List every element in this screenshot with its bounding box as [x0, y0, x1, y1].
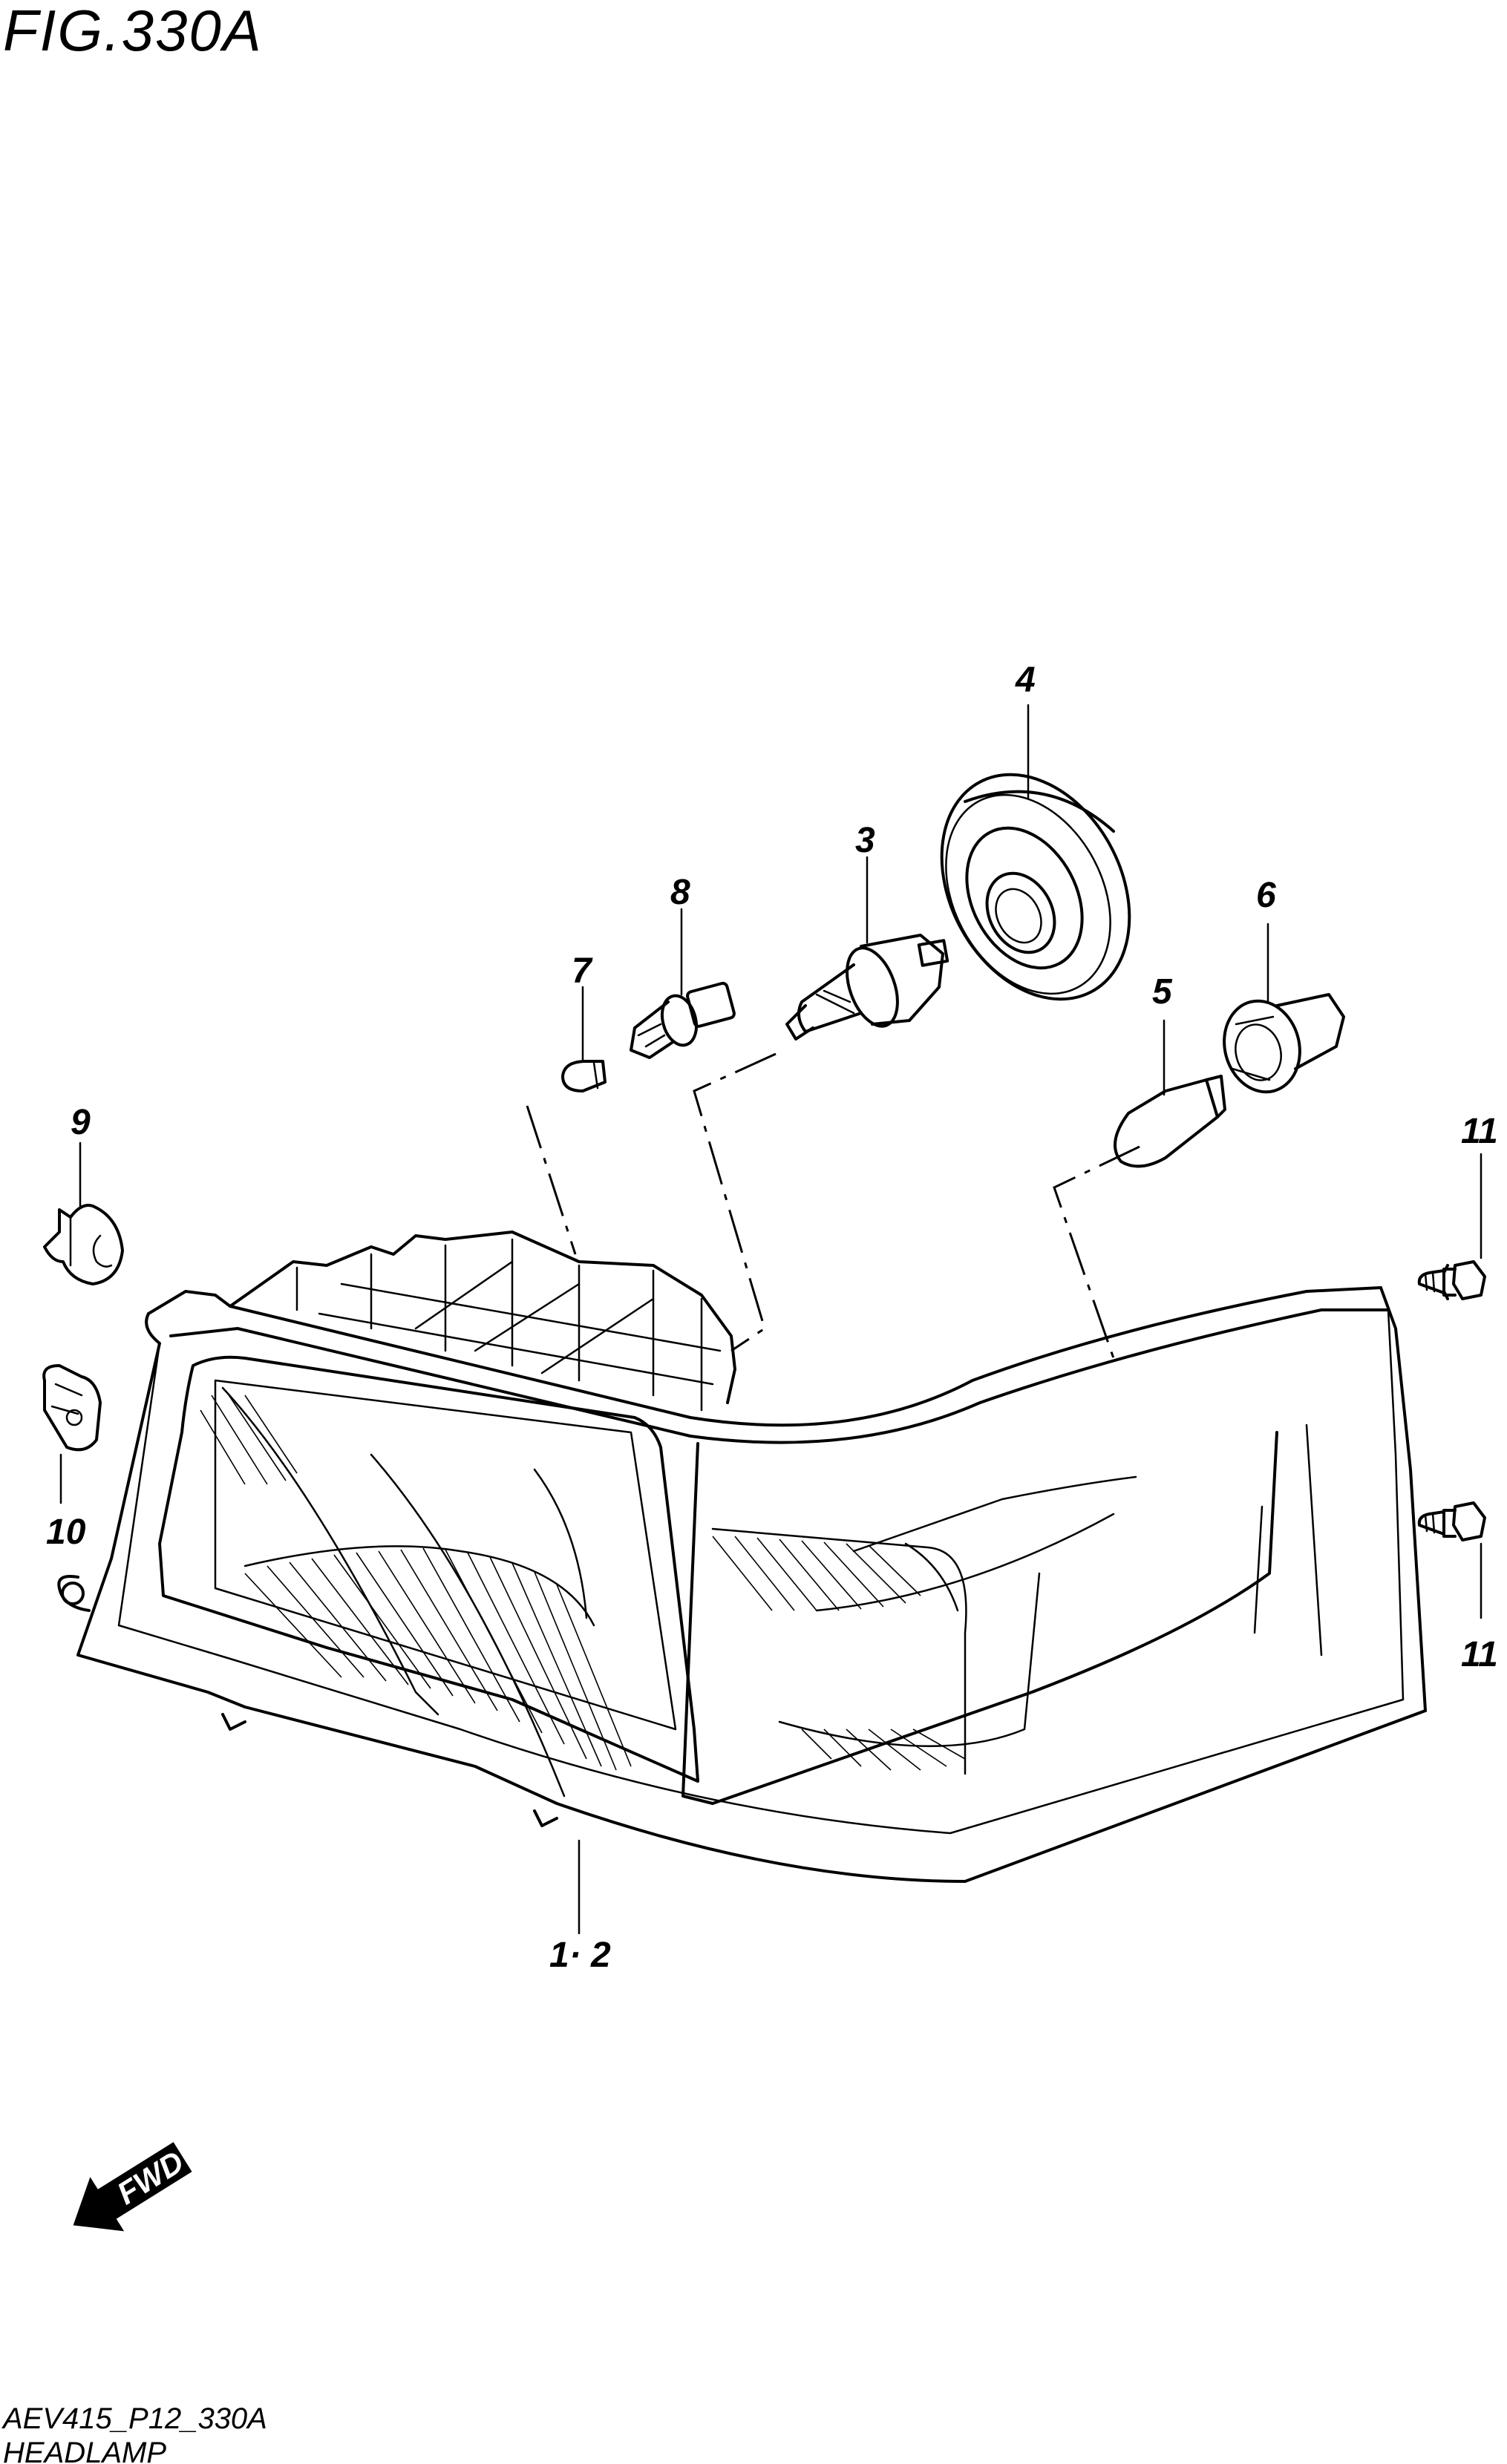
part-4-cover — [940, 773, 1131, 1001]
part-7-small-bulb — [561, 1060, 607, 1092]
part-5-bulb — [1114, 1075, 1226, 1168]
hatch-left — [200, 1391, 632, 1771]
part-11-bolt-lower — [1417, 1501, 1486, 1541]
fwd-arrow-icon: FWD — [73, 2142, 192, 2232]
callout-10: 10 — [46, 1513, 86, 1552]
callout-7: 7 — [572, 951, 593, 991]
figure-title: FIG.330A — [3, 0, 263, 63]
part-8-socket — [630, 981, 736, 1059]
leader-lines — [59, 704, 1483, 1935]
figure-name: HEADLAMP — [3, 2437, 166, 2464]
callout-11-upper: 11 — [1461, 1112, 1498, 1151]
callout-1-2: 1· 2 — [549, 1936, 611, 1975]
callout-5: 5 — [1152, 972, 1173, 1012]
part-6-socket — [1223, 993, 1345, 1094]
callout-11-lower: 11 — [1461, 1635, 1498, 1674]
hatch-right — [712, 1536, 966, 1771]
callout-4: 4 — [1015, 661, 1036, 700]
callout-8: 8 — [670, 873, 690, 912]
part-11-bolt-upper — [1417, 1260, 1486, 1300]
headlamp-assembly-drawing — [57, 1231, 1427, 1883]
part-9-grommet — [43, 1204, 124, 1285]
figure-code: AEV415_P12_330A — [1, 2402, 267, 2435]
part-3-bulb — [785, 934, 949, 1041]
part-10-clip — [42, 1364, 102, 1452]
callout-3: 3 — [855, 821, 875, 860]
callout-6: 6 — [1256, 876, 1276, 915]
callout-9: 9 — [71, 1103, 91, 1142]
